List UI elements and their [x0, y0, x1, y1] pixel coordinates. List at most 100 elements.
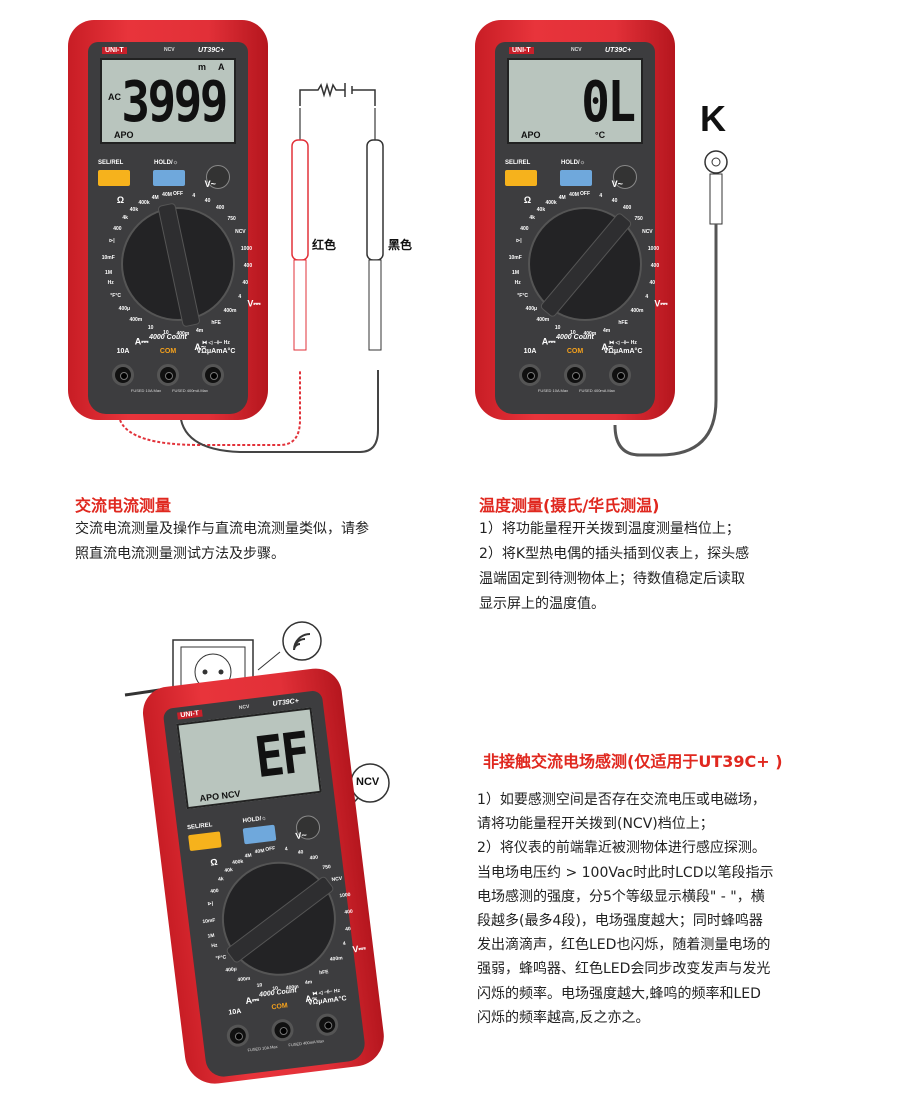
dial-function-label: V⎓ — [351, 943, 367, 955]
dial-range-label: Hz — [107, 280, 114, 287]
dial-range-label: 400μ — [118, 305, 131, 312]
lcd-reading: EF — [251, 720, 311, 792]
hold-label: HOLD/☼ — [561, 160, 586, 166]
dial-range-label: 4 — [645, 293, 649, 300]
model-label: UT39C+ — [605, 47, 632, 54]
text-line: 闪烁的频率。电场强度越大,蜂鸣的频率和LED — [477, 985, 761, 1002]
dial-range-label: 750 — [322, 864, 332, 872]
dial-function-label: A⎓ — [541, 336, 556, 347]
count-label: 4000 Count — [149, 334, 187, 341]
dial-range-label: 4 — [599, 192, 603, 199]
dial-range-label: 400 — [215, 205, 225, 212]
black-lead-wire — [179, 370, 379, 453]
dial-range-label: 40 — [344, 926, 352, 934]
dial-range-label: 750 — [227, 216, 236, 222]
text-line: 段越多(最多4段)，电场强度越大；同时蜂鸣器 — [477, 913, 763, 930]
dial-range-label: OFF — [173, 191, 183, 197]
dial-range-label: 40k — [536, 206, 546, 213]
dial-function-label: V⎓ — [247, 298, 261, 309]
hold-button[interactable] — [153, 170, 185, 186]
black-probe — [366, 108, 384, 351]
dial-range-label: 40M — [162, 191, 172, 198]
jack-com — [564, 364, 586, 386]
jack-v — [609, 364, 631, 386]
lcd-unit: NCV — [220, 788, 241, 801]
dial-range-label: 1000 — [240, 246, 253, 253]
hold-button[interactable] — [560, 170, 592, 186]
sel-rel-button[interactable] — [505, 170, 537, 186]
dial-range-label: 4M — [558, 194, 566, 201]
circuit-resistor-battery — [299, 82, 376, 106]
dial-range-label: 400μ — [525, 305, 538, 312]
dial-pointer — [539, 211, 633, 319]
section-title-temperature: 温度测量(摄氏/华氏测温) — [479, 496, 660, 515]
jack-10a-label: 10A — [116, 348, 130, 355]
lcd-ac-indicator: AC — [108, 92, 121, 102]
fuse-note: FUSED 10A Max — [537, 388, 569, 393]
dial-range-label: 400 — [650, 263, 660, 270]
dial-function-label: A~ — [601, 342, 614, 353]
jack-10a — [112, 364, 134, 386]
section-body-ncv: 1）如要感测空间是否存在交流电压或电磁场， 请将功能量程开关拨到(NCV)档位上… — [477, 788, 773, 1030]
dial-range-label: 400 — [309, 854, 319, 862]
dial-range-label: 400m — [176, 330, 190, 337]
dial-range-label: 4m — [196, 327, 204, 334]
text-line: 强弱，蜂鸣器、红色LED会同步改变发声与发光 — [477, 961, 771, 978]
dial-range-label: 40 — [611, 197, 618, 204]
brand-logo: UNI-T — [102, 47, 127, 54]
dial-range-label: 4m — [603, 327, 611, 334]
dial-range-label: NCV — [642, 229, 653, 236]
dial-range-label: 40 — [649, 280, 656, 287]
dial-range-label: 10 — [256, 982, 263, 990]
lcd-unit: A — [218, 62, 225, 72]
dial-range-label: hFE — [318, 968, 329, 976]
dial-function-label: V⎓ — [654, 298, 668, 309]
dial-range-label: 4 — [192, 192, 196, 199]
transistor-socket — [613, 165, 637, 189]
thermocouple-type-label: K — [700, 98, 726, 139]
text-line: 当电场电压约 > 100Vac时此时LCD以笔段指示 — [477, 864, 774, 881]
lcd-reading: 3999 — [121, 70, 229, 135]
dial-range-label: 400m — [630, 307, 644, 314]
lcd-apo-indicator: APO — [114, 130, 134, 140]
dial-pointer — [225, 875, 335, 965]
dial-range-label: 4k — [122, 215, 128, 222]
dial-range-label: 40M — [254, 847, 265, 856]
dial-range-label: 4M — [244, 852, 253, 860]
sel-rel-button[interactable] — [98, 170, 130, 186]
lcd-reading: 0L — [580, 70, 636, 135]
ncv-callout-label: NCV — [356, 776, 380, 788]
dial-range-label: ⊳| — [516, 238, 522, 245]
dial-range-label: °F°C — [517, 292, 528, 299]
dial-range-label: Hz — [514, 280, 521, 287]
dial-range-label: 4k — [529, 215, 535, 222]
dial-range-label: NCV — [235, 229, 246, 236]
section-title-ncv: 非接触交流电场感测(仅适用于UT39C+ ) — [483, 752, 783, 771]
dial-range-label: 10mF — [101, 254, 115, 261]
dial-range-label: 1M — [207, 932, 215, 940]
dial-function-label: Ω — [116, 195, 125, 206]
dial-range-label: 10 — [163, 329, 169, 336]
section-body-ac-current: 交流电流测量及操作与直流电流测量类似，请参 照直流电流测量测试方法及步骤。 — [75, 517, 369, 567]
rotary-dial[interactable] — [530, 209, 640, 319]
text-line: 1）如要感测空间是否存在交流电压或电磁场， — [477, 792, 766, 808]
dial-range-label: °F°C — [215, 954, 227, 962]
dial-range-label: 40 — [297, 848, 304, 856]
text-line: 温端固定到待测物体上；待数值稳定后读取 — [479, 571, 745, 587]
dial-range-label: 40k — [129, 206, 139, 213]
jack-10a-label: 10A — [523, 348, 537, 355]
rotary-dial[interactable] — [123, 202, 233, 328]
dial-range-label: 4 — [284, 846, 288, 853]
sel-rel-label: SEL/REL — [98, 160, 124, 166]
jack-v-label: VΩμAmA°C — [196, 348, 236, 355]
dial-range-label: 10 — [570, 329, 576, 336]
dial-range-label: ⊳| — [207, 900, 214, 908]
jack-v-symbols: ⧓ ◁ ⊣⊢ Hz — [609, 340, 637, 346]
dial-range-label: °F°C — [110, 292, 121, 299]
text-line: 交流电流测量及操作与直流电流测量类似，请参 — [75, 521, 369, 537]
text-line: 显示屏上的温度值。 — [479, 596, 605, 612]
lcd-unit-prefix: m — [198, 62, 207, 72]
